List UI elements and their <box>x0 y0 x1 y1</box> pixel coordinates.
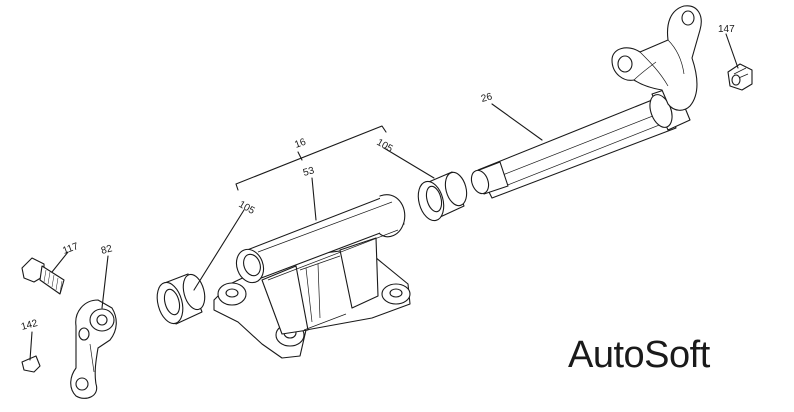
part-26-shaft-lever <box>470 5 702 199</box>
callout-82: 82 <box>100 243 114 257</box>
part-105-bushing-right <box>417 171 468 222</box>
part-147-clip <box>727 63 753 91</box>
callout-142: 142 <box>20 318 39 333</box>
callout-16: 16 <box>293 137 308 151</box>
callout-105-left: 105 <box>237 199 257 217</box>
part-82-lever <box>70 299 117 399</box>
callout-26: 26 <box>480 91 494 105</box>
leader-lines <box>29 33 739 361</box>
autosoft-watermark: AutoSoft <box>568 334 710 376</box>
callout-53: 53 <box>302 165 316 179</box>
part-53-housing <box>213 194 411 359</box>
callout-147: 147 <box>718 24 735 35</box>
part-105-bushing-left <box>156 273 206 325</box>
part-117-bolt <box>21 257 65 295</box>
callout-117: 117 <box>61 241 80 257</box>
part-142-key <box>21 355 41 373</box>
